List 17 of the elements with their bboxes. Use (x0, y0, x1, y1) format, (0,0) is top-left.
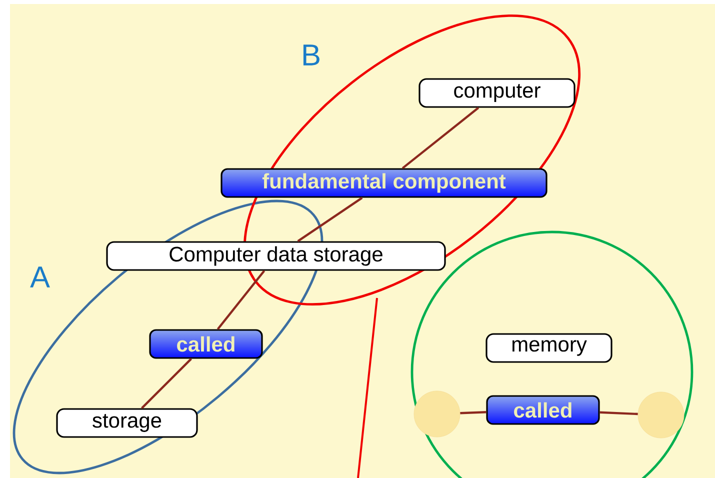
concept-box: storage (56, 408, 198, 438)
group-letter: A (30, 266, 50, 288)
connector-line (600, 411, 638, 416)
link-label-box: called (486, 395, 600, 425)
connector-line (402, 106, 480, 170)
connector-line (216, 270, 266, 330)
group-letter: B (303, 44, 320, 66)
joint-circle (638, 392, 684, 438)
joint-circle (414, 390, 460, 438)
connector-line (297, 196, 363, 242)
link-label-box: called (149, 329, 263, 359)
link-label-box: fundamental component (220, 168, 548, 198)
concept-box: memory (486, 333, 612, 363)
connector-line (460, 411, 486, 414)
connector-line (141, 358, 192, 409)
concept-box: Computer data storage (106, 241, 446, 271)
concept-box: computer (418, 78, 576, 108)
